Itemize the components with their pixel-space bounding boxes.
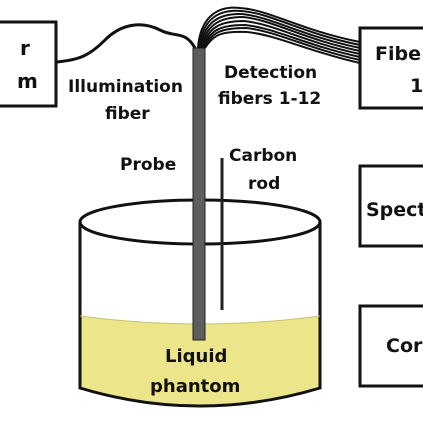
- source-label-line2: m: [17, 69, 38, 93]
- fiber-array-label-line2: 1: [410, 75, 423, 97]
- phantom-label-line2: phantom: [150, 376, 240, 397]
- illumination-label-line1: Illumination: [68, 77, 183, 97]
- liquid-phantom: [80, 316, 320, 406]
- spectrometer-box: [358, 164, 423, 248]
- computer-label: Cor: [386, 335, 423, 357]
- illumination-fiber: [55, 23, 197, 64]
- beaker-wall: [78, 222, 322, 408]
- detection-label-line2: fibers 1-12: [218, 89, 321, 109]
- fiber-array-label-line1: Fibe: [375, 43, 421, 65]
- phantom-label-line1: Liquid: [165, 346, 227, 367]
- spectrometer-label: Spect: [366, 199, 423, 221]
- detection-label-line1: Detection: [224, 63, 317, 83]
- probe-label: Probe: [120, 155, 176, 175]
- detection-fibers: [197, 6, 361, 64]
- carbon-label-line1: Carbon: [229, 146, 297, 166]
- carbon-label-line2: rod: [248, 174, 280, 194]
- illumination-label-line2: fiber: [105, 104, 150, 124]
- probe: [192, 47, 206, 341]
- source-label-line1: r: [20, 36, 30, 60]
- computer-box: [358, 304, 423, 388]
- fiber-array-box: [358, 26, 423, 110]
- source-box: [0, 20, 58, 108]
